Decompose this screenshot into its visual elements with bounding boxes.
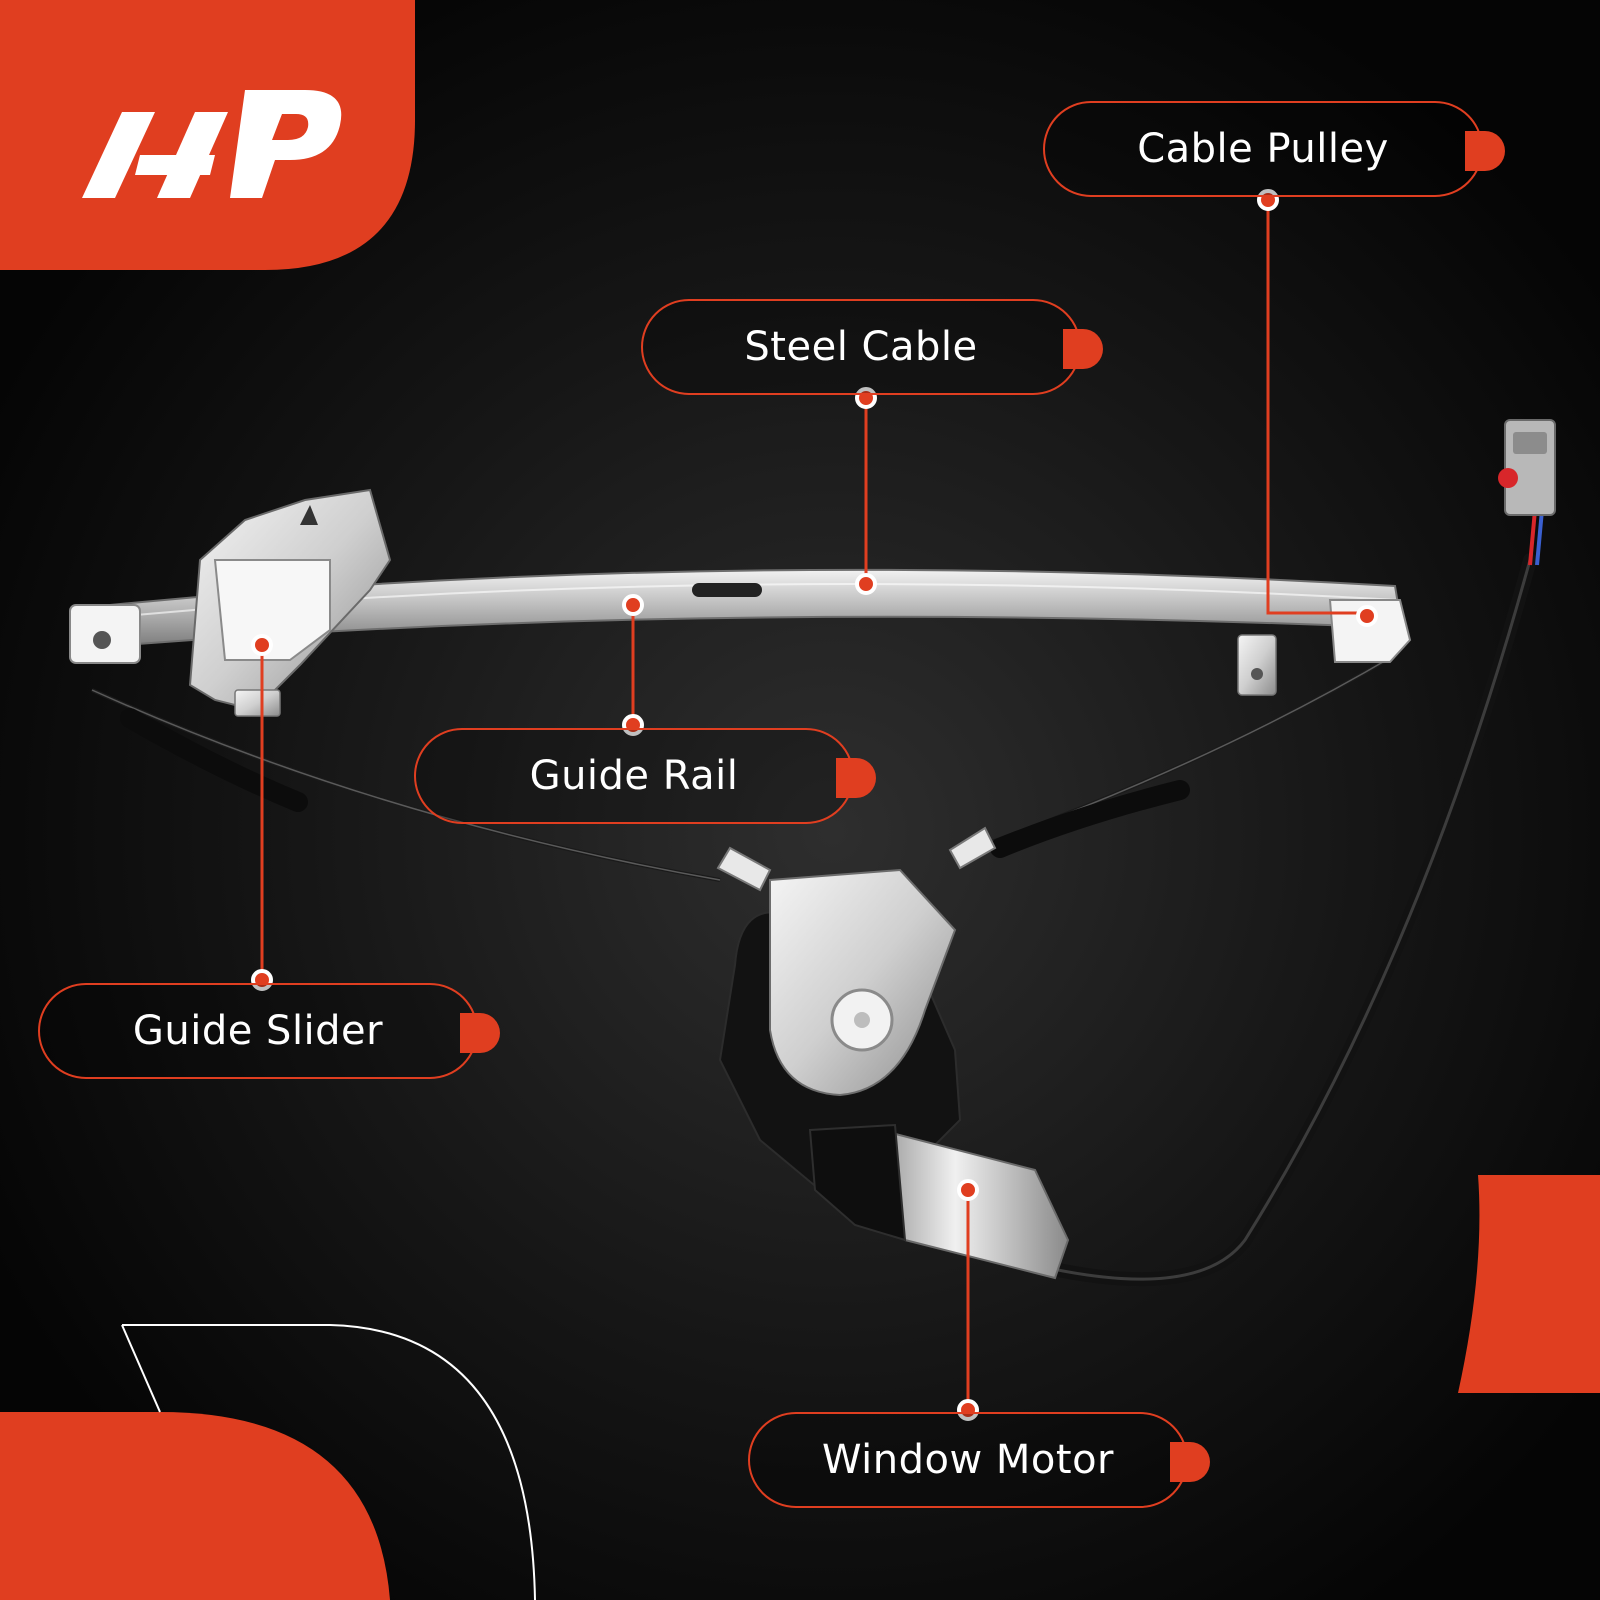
leader-cable-pulley [1266,200,1367,615]
motor-mount-block [808,1123,907,1242]
motor-cover-plate [769,868,957,1097]
callout-tab-icon [836,758,876,798]
wire-blue [1535,509,1544,566]
callout-guide-slider-label: Guide Slider [132,1008,384,1054]
steel-cable-left-highlight [91,689,721,881]
callout-guide-rail-label: Guide Rail [529,753,739,799]
motor-can [878,1128,1070,1280]
connector-red-clip [1498,468,1518,488]
callout-window-motor: Window Motor [748,1412,1210,1508]
callout-cable-pulley: Cable Pulley [1043,101,1505,197]
callout-guide-rail: Guide Rail [414,728,876,824]
brand-corner-shape-right [1458,1175,1600,1393]
callout-tab-icon [460,1013,500,1053]
dot-guide-rail-target [622,594,644,616]
wire-red [1528,509,1537,566]
rail-mount-bracket [1237,634,1277,696]
callout-tab-icon [1170,1442,1210,1482]
callout-tab-icon [1465,131,1505,171]
motor-cable-fitting-left [716,846,772,892]
wiring-harness-highlight [1047,559,1532,1281]
rail-end-cap-right [1328,599,1412,663]
callout-leaders [260,200,1367,1410]
callout-steel-cable: Steel Cable [641,299,1103,395]
callout-cable-pulley-label: Cable Pulley [1137,126,1389,172]
dot-window-motor-target [957,1179,979,1201]
dot-cable-pulley-target [1356,605,1378,627]
callout-guide-slider: Guide Slider [38,983,500,1079]
rail-mount-bolt [1251,668,1263,680]
callout-window-motor-label: Window Motor [821,1437,1114,1483]
decorative-outline-curve-edge [121,1324,161,1413]
callout-tab-icon [1063,329,1103,369]
steel-cable-right [954,653,1397,857]
wiring-harness [1041,553,1537,1287]
connector-latch [1513,432,1547,454]
a-premium-logo-icon [82,90,342,198]
guide-rail-slot [692,583,762,597]
brand-corner-shape-bottom-left [0,1412,390,1600]
guide-slider-mount-tab [234,689,281,717]
rail-end-hole [93,631,111,649]
steel-cable-right-highlight [954,654,1396,856]
callout-steel-cable-label: Steel Cable [744,324,978,370]
motor-cable-fitting-right [948,826,997,870]
decorative-outline-curve [122,1324,536,1600]
dot-guide-slider-target [251,634,273,656]
motor-drum-center [854,1012,870,1028]
dot-window-motor-label [957,1399,979,1421]
cable-sleeve-right [990,780,1190,858]
guide-slider-carrier [213,559,331,661]
cable-sleeve-left [120,708,308,812]
guide-slider-triangle-hole [300,505,318,525]
dot-steel-cable-target [855,573,877,595]
